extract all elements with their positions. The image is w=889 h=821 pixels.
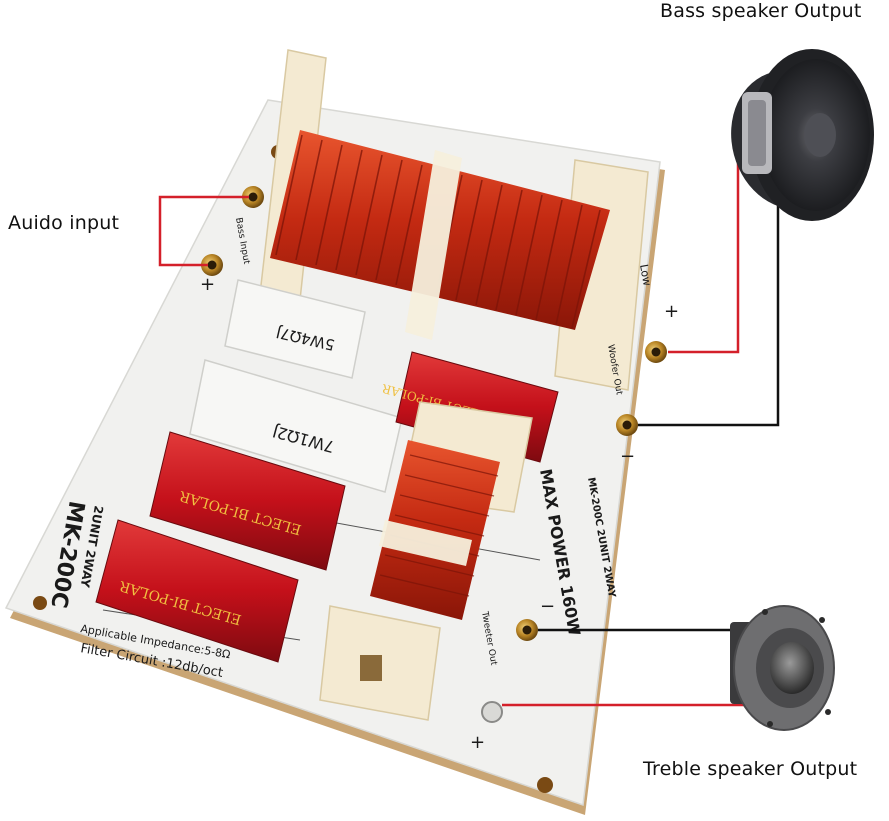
bass-speaker-output-label: Bass speaker Output xyxy=(660,0,862,22)
input-plus-sign: + xyxy=(200,274,215,295)
mount-hole xyxy=(33,596,47,610)
woofer-plus-sign: + xyxy=(664,301,679,322)
tweeter-plus-sign: + xyxy=(470,732,485,753)
input-wire-red-2 xyxy=(158,225,208,267)
tweeter-minus-sign: − xyxy=(540,596,555,617)
input-wire-red xyxy=(158,195,249,225)
woofer-output-terminals: + − Woofer Out xyxy=(605,301,679,467)
woofer-speaker xyxy=(731,49,874,221)
low-text: Low xyxy=(637,263,654,287)
large-inductor: Low xyxy=(259,49,654,391)
bass-wire-black xyxy=(638,185,780,427)
small-inductor xyxy=(319,401,533,721)
mount-hole xyxy=(537,777,553,793)
resistor-7w: 7W1Ω2J xyxy=(189,359,403,493)
treble-speaker-output-label: Treble speaker Output xyxy=(643,758,858,780)
woofer-minus-sign: − xyxy=(620,446,635,467)
tweeter-speaker xyxy=(730,605,835,731)
audio-input-label: Auido input xyxy=(8,212,120,234)
resistor-5w: 5W4Ω7J xyxy=(224,279,366,379)
capacitor-large-1: ELECT BI-POLAR xyxy=(149,431,346,571)
